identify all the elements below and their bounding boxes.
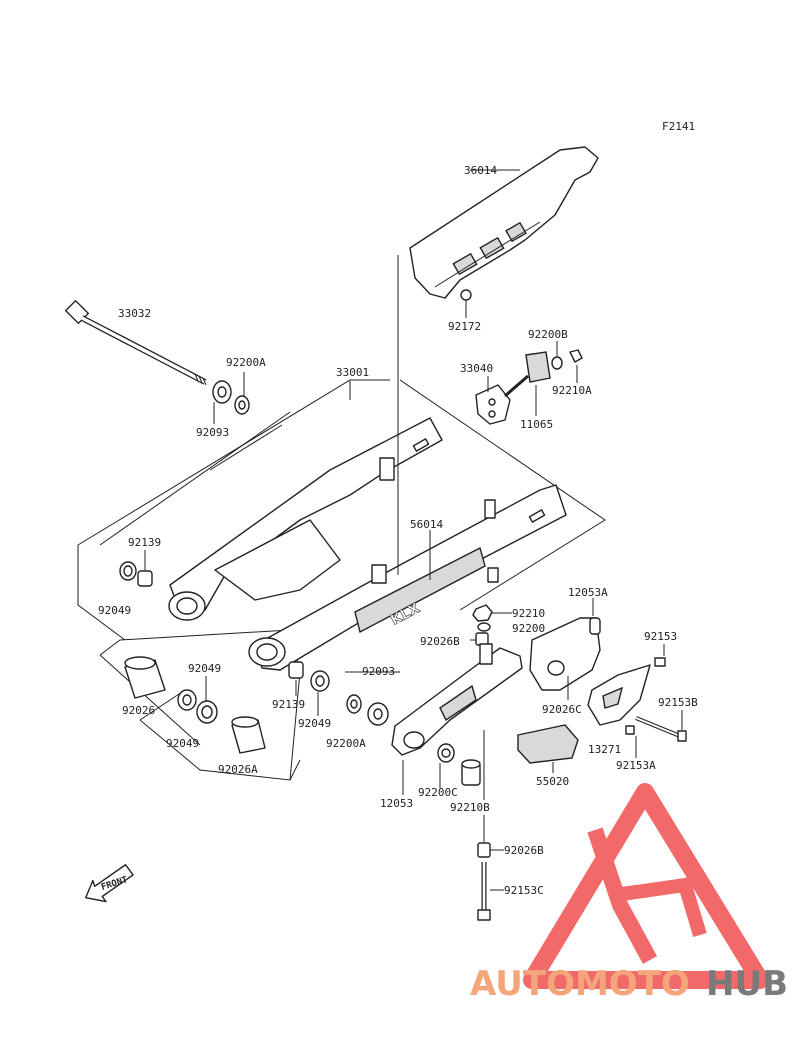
label-92026B-mid: 92026B — [420, 635, 460, 648]
label-92049-left: 92049 — [98, 604, 131, 617]
bolt-92172 — [460, 289, 472, 301]
label-92172: 92172 — [448, 320, 481, 333]
bolt-92153B — [635, 716, 687, 742]
label-33001: 33001 — [336, 366, 369, 379]
label-36014: 36014 — [464, 164, 497, 177]
guard-13271 — [587, 664, 651, 726]
bushing-92139-left — [137, 570, 153, 587]
label-92153C: 92153C — [504, 884, 544, 897]
bolt-92153 — [654, 657, 666, 667]
chain-guide-part — [409, 146, 599, 299]
bushing-92139-mid — [288, 661, 304, 679]
label-92139-left: 92139 — [128, 536, 161, 549]
watermark-text-auto-moto: AUTOMOTO — [470, 964, 690, 1004]
label-92153B: 92153B — [658, 696, 698, 709]
assembly-leader-lines — [77, 379, 606, 781]
label-92153: 92153 — [644, 630, 677, 643]
seal-92049-mid — [310, 670, 330, 692]
seal-92049-a — [177, 689, 197, 711]
swingarm: KLX — [168, 417, 567, 671]
label-13271: 13271 — [588, 743, 621, 756]
watermark-logo — [523, 783, 769, 989]
bolt-92153C — [477, 862, 491, 921]
label-33032: 33032 — [118, 307, 151, 320]
label-11065: 11065 — [520, 418, 553, 431]
label-92200B: 92200B — [528, 328, 568, 341]
label-92026A: 92026A — [218, 763, 258, 776]
collar-92026B-mid — [475, 632, 489, 646]
label-92210: 92210 — [512, 607, 545, 620]
pivot-shaft — [64, 299, 207, 386]
nut-92210 — [472, 604, 493, 622]
label-92210B: 92210B — [450, 801, 490, 814]
block-55020 — [517, 724, 579, 764]
chain-adjuster — [475, 349, 583, 425]
label-92139-mid: 92139 — [272, 698, 305, 711]
watermark-text-hub: HUB — [706, 964, 788, 1004]
washer-92200A-mid — [346, 694, 362, 714]
guide-12053A — [529, 617, 601, 691]
label-55020: 55020 — [536, 775, 569, 788]
label-92049-a: 92049 — [188, 662, 221, 675]
label-92093-top: 92093 — [196, 426, 229, 439]
washer-92200A-top — [234, 395, 250, 415]
washer-92200C — [437, 743, 455, 763]
collar-92210B — [461, 759, 481, 786]
label-92200A-bot: 92200A — [326, 737, 366, 750]
nut-92093-top — [212, 380, 232, 404]
figure-code: F2141 — [662, 120, 695, 133]
front-arrow: FRONT — [85, 864, 134, 903]
label-92026: 92026 — [122, 704, 155, 717]
label-92049-b: 92049 — [298, 717, 331, 730]
label-92026C: 92026C — [542, 703, 582, 716]
seal-92049-left — [119, 561, 137, 581]
label-92049-c: 92049 — [166, 737, 199, 750]
label-12053: 12053 — [380, 797, 413, 810]
label-92093-mid: 92093 — [362, 665, 395, 678]
label-92200C: 92200C — [418, 786, 458, 799]
collar-92026A — [231, 716, 266, 754]
label-92210A: 92210A — [552, 384, 592, 397]
chain-slider — [391, 643, 523, 756]
nut-92093-mid — [367, 702, 389, 726]
label-92200: 92200 — [512, 622, 545, 635]
seal-92049-b — [196, 700, 218, 724]
label-92200A-top: 92200A — [226, 356, 266, 369]
collar-92026 — [124, 656, 166, 699]
washer-92200 — [477, 622, 491, 632]
label-92026B-bot: 92026B — [504, 844, 544, 857]
label-12053A: 12053A — [568, 586, 608, 599]
label-92153A: 92153A — [616, 759, 656, 772]
label-33040: 33040 — [460, 362, 493, 375]
label-56014: 56014 — [410, 518, 443, 531]
bolt-92153A — [625, 725, 635, 735]
collar-92026B-bot — [477, 842, 491, 858]
